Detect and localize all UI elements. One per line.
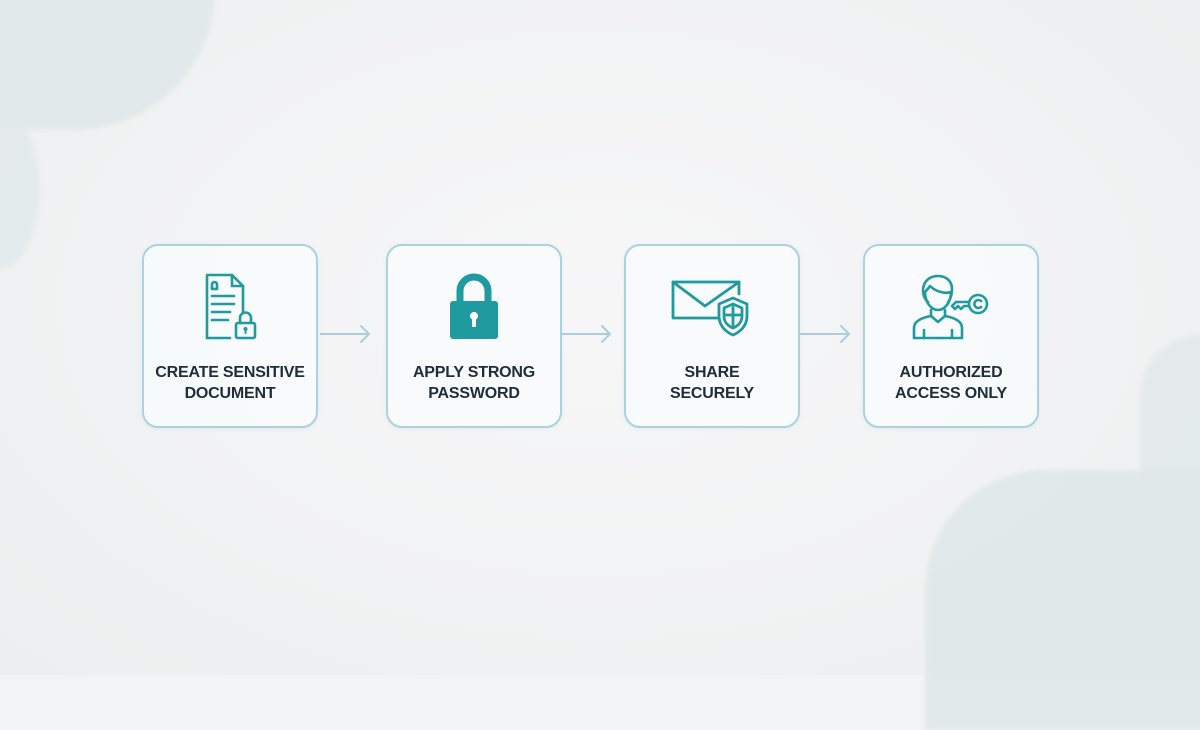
- step-apply-strong-password: APPLY STRONG PASSWORD: [386, 244, 562, 428]
- step-label-line-2: ACCESS ONLY: [895, 385, 1007, 402]
- step-label: APPLY STRONG PASSWORD: [388, 362, 560, 404]
- step-create-sensitive-document: CREATE SENSITIVE DOCUMENT: [142, 244, 318, 428]
- step-label: CREATE SENSITIVE DOCUMENT: [144, 362, 316, 404]
- step-label: SHARE SECURELY: [626, 362, 798, 404]
- step-authorized-access-only: AUTHORIZED ACCESS ONLY: [863, 244, 1039, 428]
- arrow-right-icon: [320, 322, 372, 346]
- step-label-line-1: AUTHORIZED: [899, 364, 1003, 381]
- security-workflow-diagram: CREATE SENSITIVE DOCUMENT APPLY STRONG P…: [142, 244, 1039, 428]
- locked-document-icon: [185, 272, 275, 342]
- step-label-line-2: SECURELY: [669, 385, 755, 402]
- secure-envelope-icon: [667, 272, 757, 342]
- step-label-line-2: PASSWORD: [428, 385, 520, 402]
- arrow-right-icon: [561, 322, 613, 346]
- user-key-icon: [906, 272, 996, 342]
- step-label-line-1: CREATE SENSITIVE: [155, 364, 305, 381]
- padlock-icon: [429, 272, 519, 342]
- step-label-line-2: DOCUMENT: [184, 385, 276, 402]
- arrow-right-icon: [800, 322, 852, 346]
- background-blob-right: [1140, 335, 1200, 555]
- step-label: AUTHORIZED ACCESS ONLY: [865, 362, 1037, 404]
- step-label-line-1: SHARE: [684, 364, 740, 381]
- step-label-line-1: APPLY STRONG: [412, 364, 536, 381]
- step-share-securely: SHARE SECURELY: [624, 244, 800, 428]
